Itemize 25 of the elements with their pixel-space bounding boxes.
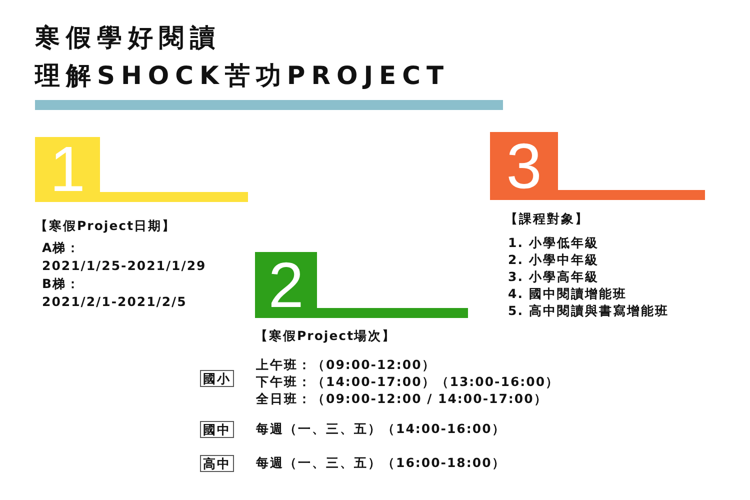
title: 寒假學好閱讀	[35, 22, 221, 54]
list-item: 1. 小學低年級	[508, 235, 599, 251]
date-range: 2021/2/1-2021/2/5	[42, 294, 187, 310]
number-block: 1	[35, 137, 100, 202]
section-heading: 【寒假Project場次】	[255, 328, 396, 344]
date-label: A梯：	[42, 240, 81, 256]
schedule-text: 每週（一、三、五）（16:00-18:00）	[256, 455, 506, 471]
title: 理解SHOCK苦功PROJECT	[35, 60, 450, 92]
list-item: 3. 小學高年級	[508, 269, 599, 285]
list-item: 2. 小學中年級	[508, 252, 599, 268]
date-label: B梯：	[42, 276, 81, 292]
date-range: 2021/1/25-2021/1/29	[42, 258, 206, 274]
section-heading: 【課程對象】	[505, 211, 589, 227]
schedule-text: 全日班：（09:00-12:00 / 14:00-17:00）	[256, 391, 548, 407]
number-block: 2	[255, 252, 317, 318]
schedule-text: 上午班：（09:00-12:00）	[256, 357, 436, 373]
level-tag: 國中	[200, 421, 234, 438]
list-item: 5. 高中閱讀與書寫增能班	[508, 303, 669, 319]
section-heading: 【寒假Project日期】	[35, 218, 176, 234]
schedule-text: 下午班：（14:00-17:00）（13:00-16:00）	[256, 374, 560, 390]
level-tag: 國小	[200, 370, 234, 387]
number-block: 3	[490, 132, 558, 200]
level-tag: 高中	[200, 455, 234, 472]
list-item: 4. 國中閱讀增能班	[508, 286, 627, 302]
schedule-text: 每週（一、三、五）（14:00-16:00）	[256, 421, 506, 437]
